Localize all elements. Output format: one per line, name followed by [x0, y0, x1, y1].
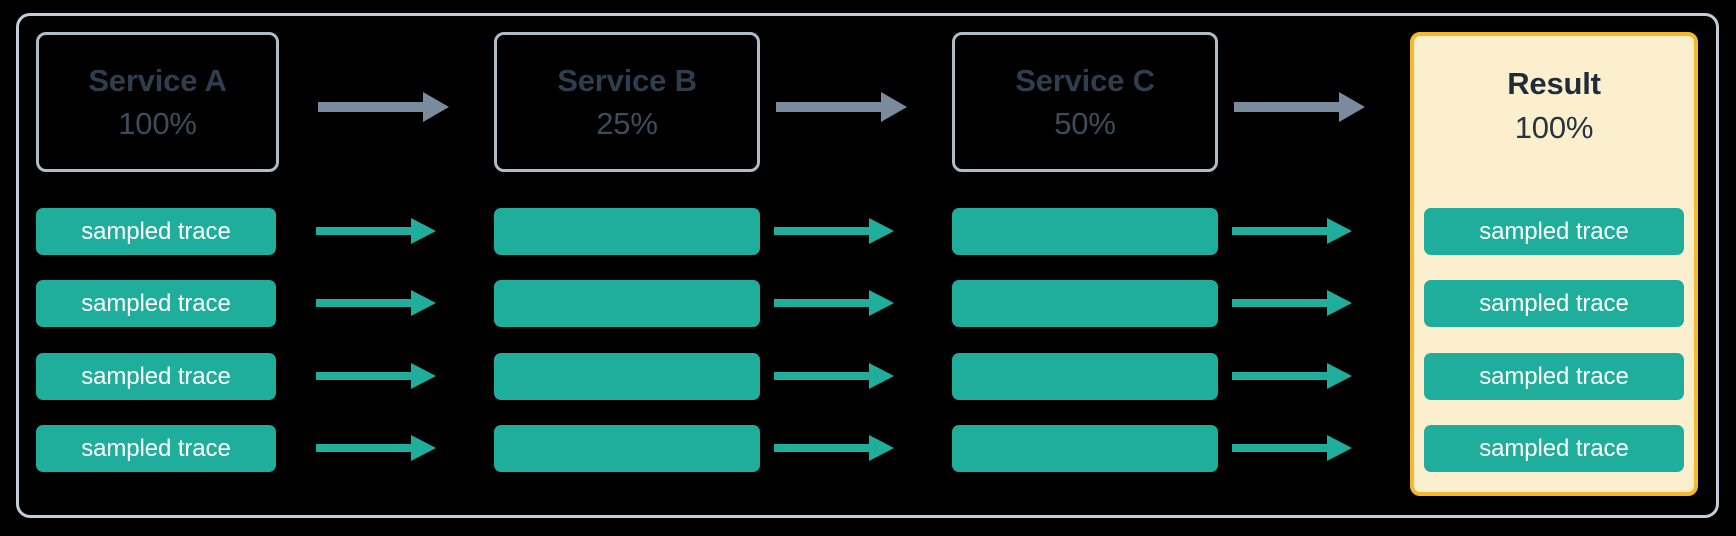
trace-bar-b-2 — [494, 280, 760, 327]
service-c-name: Service C — [1015, 63, 1155, 98]
service-b-percent: 25% — [596, 106, 658, 141]
service-a-name: Service A — [88, 63, 227, 98]
trace-bar-c-3 — [952, 353, 1218, 400]
outer-frame — [16, 13, 1719, 518]
trace-bar-label: sampled trace — [81, 434, 231, 462]
result-panel: Result 100% — [1410, 32, 1698, 496]
trace-bar-c-2 — [952, 280, 1218, 327]
trace-bar-b-1 — [494, 208, 760, 255]
result-title: Result — [1507, 66, 1601, 101]
trace-bar-result-3: sampled trace — [1424, 353, 1684, 400]
trace-bar-label: sampled trace — [1479, 434, 1629, 462]
trace-bar-label: sampled trace — [81, 289, 231, 317]
service-b-name: Service B — [557, 63, 697, 98]
service-box-b: Service B 25% — [494, 32, 760, 172]
service-box-c: Service C 50% — [952, 32, 1218, 172]
trace-bar-b-3 — [494, 353, 760, 400]
trace-bar-c-4 — [952, 425, 1218, 472]
service-box-a: Service A 100% — [36, 32, 279, 172]
service-c-percent: 50% — [1054, 106, 1116, 141]
service-a-percent: 100% — [118, 106, 197, 141]
trace-bar-label: sampled trace — [81, 217, 231, 245]
trace-bar-label: sampled trace — [81, 362, 231, 390]
trace-bar-a-2: sampled trace — [36, 280, 276, 327]
trace-bar-label: sampled trace — [1479, 289, 1629, 317]
trace-bar-c-1 — [952, 208, 1218, 255]
result-percent: 100% — [1514, 110, 1594, 145]
trace-bar-a-4: sampled trace — [36, 425, 276, 472]
trace-bar-label: sampled trace — [1479, 217, 1629, 245]
trace-bar-result-4: sampled trace — [1424, 425, 1684, 472]
trace-bar-result-1: sampled trace — [1424, 208, 1684, 255]
trace-bar-a-1: sampled trace — [36, 208, 276, 255]
trace-bar-result-2: sampled trace — [1424, 280, 1684, 327]
trace-bar-label: sampled trace — [1479, 362, 1629, 390]
trace-bar-b-4 — [494, 425, 760, 472]
trace-bar-a-3: sampled trace — [36, 353, 276, 400]
